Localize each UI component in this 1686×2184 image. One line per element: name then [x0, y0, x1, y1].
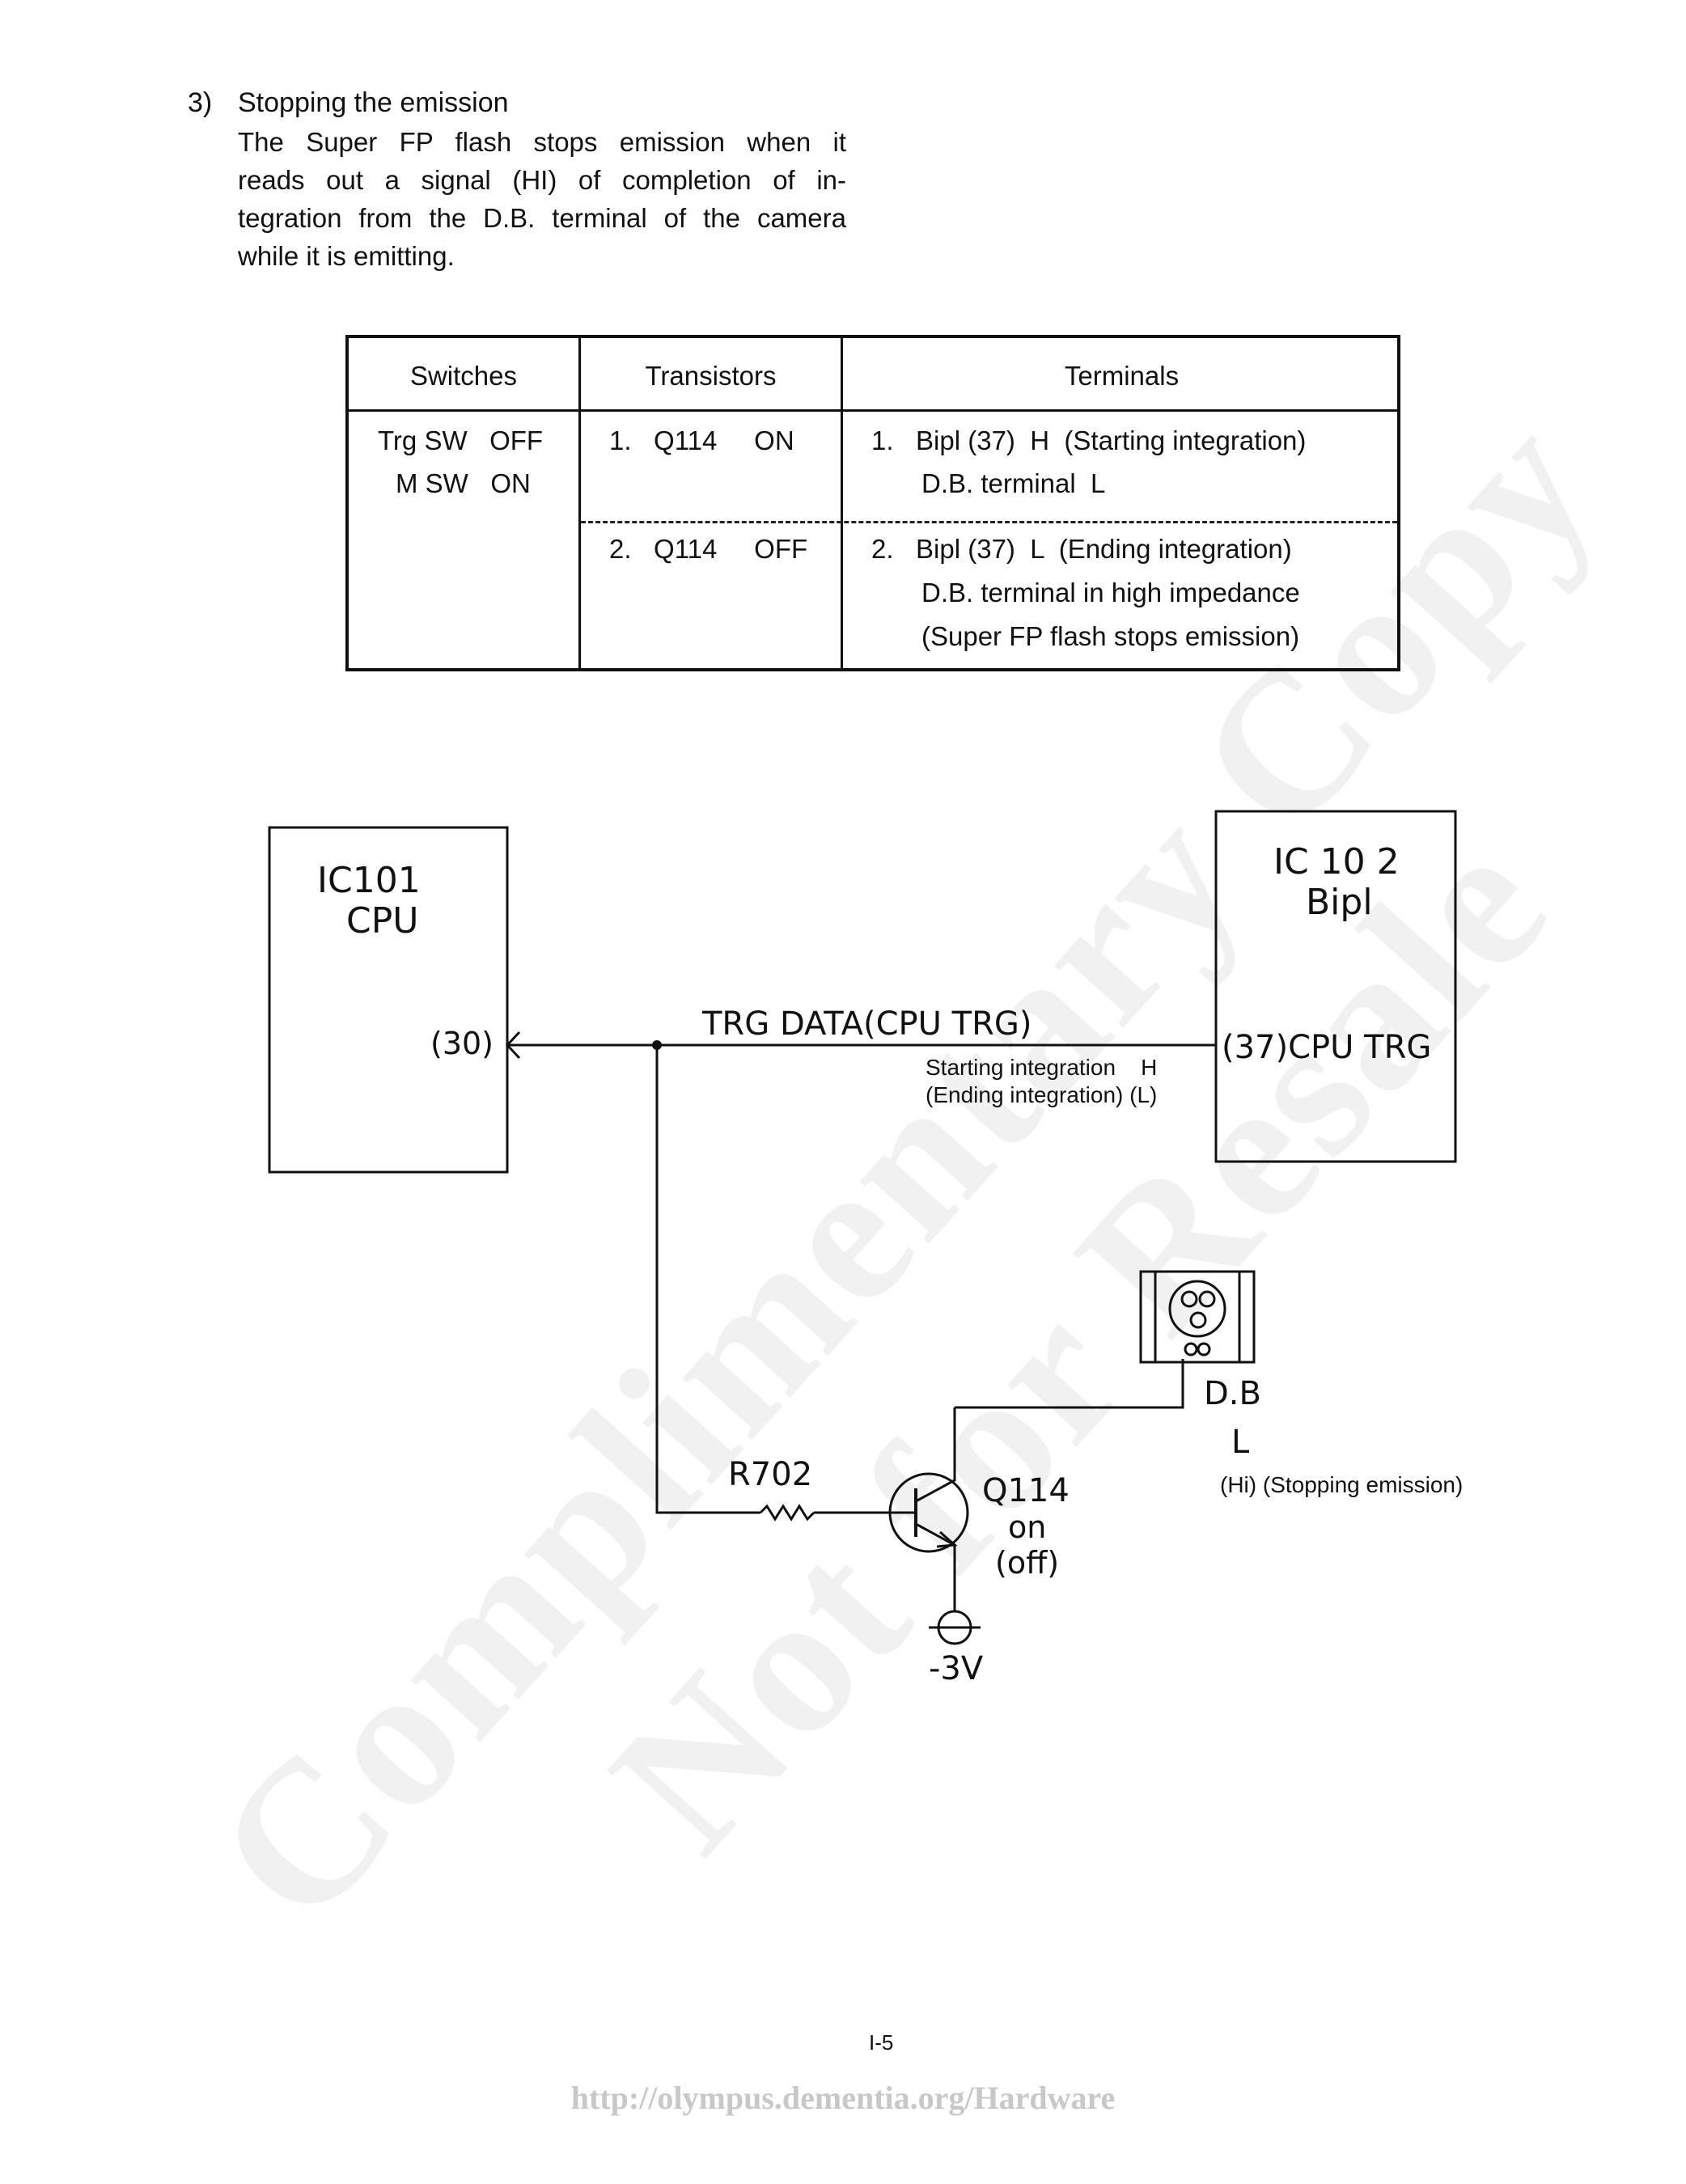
- header-terminals: Terminals: [1064, 361, 1180, 391]
- collector-wire: [915, 1407, 956, 1503]
- transistor-state-1: 1. Q114 ON: [609, 425, 794, 455]
- terminal-1-line-2: D.B. terminal L: [921, 468, 1106, 498]
- section-paragraph: The Super FP flash stops emission when i…: [238, 123, 846, 275]
- emitter-arrow-icon: [936, 1530, 958, 1548]
- supply-label: -3V: [929, 1650, 984, 1687]
- r702-resistor: [759, 1504, 815, 1522]
- q114-on-label: on: [1008, 1509, 1047, 1545]
- trg-data-label: TRG DATA(CPU TRG): [702, 1005, 1032, 1043]
- header-transistors: Transistors: [645, 361, 777, 391]
- terminal-1-line-1: 1. Bipl (37) H (Starting integration): [871, 425, 1307, 455]
- base-wire: [655, 1045, 760, 1514]
- pin-37-label: (37)CPU TRG: [1222, 1029, 1432, 1066]
- header-switches: Switches: [409, 361, 518, 391]
- switch-trg: Trg SW OFF: [378, 425, 544, 455]
- terminal-2-line-2: D.B. terminal in high impedance: [921, 578, 1300, 607]
- paragraph-line: reads out a signal (HI) of completion of…: [238, 165, 846, 195]
- ic101-box: [268, 826, 509, 1174]
- db-level-label: L: [1231, 1424, 1250, 1461]
- ic101-label: IC101: [317, 860, 421, 901]
- q114-label: Q114: [982, 1472, 1070, 1509]
- paragraph-line: while it is emitting.: [238, 241, 455, 271]
- pin-30-label: (30): [430, 1026, 494, 1061]
- ic102-bipl-label: Bipl: [1306, 882, 1373, 923]
- transistor-state-2: 2. Q114 OFF: [609, 534, 808, 564]
- arrow-icon: [505, 1031, 521, 1060]
- footer-url: http://olympus.dementia.org/Hardware: [570, 2080, 1116, 2116]
- switch-m: M SW ON: [396, 468, 531, 498]
- table-header-divider: [349, 409, 1397, 412]
- paragraph-line: tegration from the D.B. terminal of the …: [238, 203, 846, 233]
- ic101-cpu-label: CPU: [346, 900, 419, 942]
- section-title: Stopping the emission: [238, 87, 509, 118]
- ic102-box: [1214, 810, 1457, 1163]
- section-number: 3): [188, 87, 213, 118]
- state-table: Switches Transistors Terminals Trg SW OF…: [345, 335, 1400, 671]
- db-wire: [955, 1359, 1184, 1409]
- section-heading: 3) Stopping the emission: [188, 87, 509, 119]
- ending-integration-label: (Ending integration) (L): [926, 1082, 1158, 1107]
- table-dashed-divider: [581, 521, 1397, 523]
- ic102-label: IC 10 2: [1273, 841, 1400, 882]
- table-divider: [578, 338, 581, 668]
- r702-label: R702: [728, 1456, 813, 1493]
- terminal-2-line-1: 2. Bipl (37) L (Ending integration): [871, 534, 1292, 564]
- hi-stopping-label: (Hi) (Stopping emission): [1220, 1472, 1464, 1497]
- starting-integration-label: Starting integration H: [926, 1055, 1158, 1080]
- db-label: D.B: [1204, 1375, 1261, 1412]
- paragraph-line: The Super FP flash stops emission when i…: [238, 127, 846, 157]
- db-connector-icon: [1139, 1270, 1256, 1364]
- emitter-wire: [915, 1522, 956, 1611]
- terminal-2-line-3: (Super FP flash stops emission): [921, 621, 1300, 651]
- junction-dot: [652, 1040, 662, 1050]
- page-number: I-5: [869, 2030, 894, 2055]
- table-divider: [841, 338, 843, 668]
- q114-off-label: (off): [995, 1545, 1060, 1581]
